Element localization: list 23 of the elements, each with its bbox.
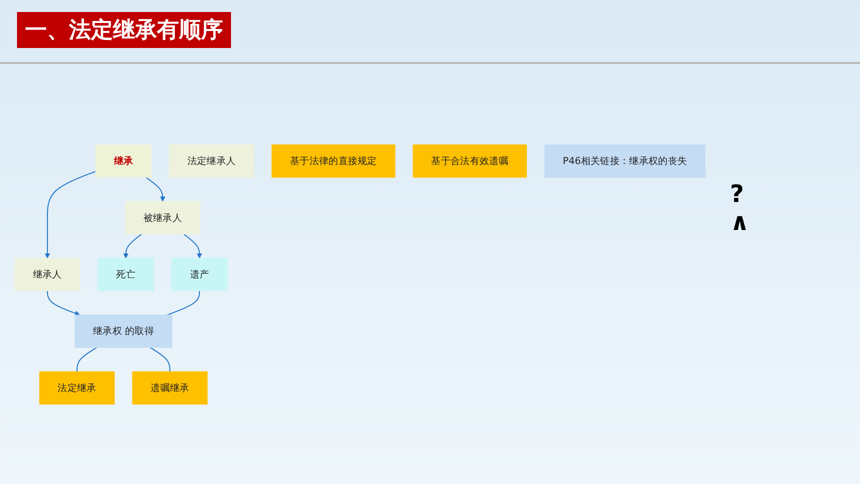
symbol-mark: ∧ — [730, 208, 750, 236]
node-box: 继承权 的取得 — [74, 314, 172, 348]
arrow — [183, 234, 202, 258]
node-box: 基于法律的直接规定 — [272, 144, 396, 178]
node-box: 死亡 — [98, 258, 154, 292]
node-box: 基于合法有效遗嘱 — [412, 144, 527, 178]
node-box: 遗产 — [171, 258, 228, 292]
arrow — [123, 234, 142, 258]
connector — [166, 290, 200, 316]
arrow — [146, 176, 166, 202]
node-box: P46相关链接：继承权的丧失 — [544, 144, 706, 178]
node-box: 继承人 — [14, 258, 80, 292]
node-box: 法定继承人 — [169, 144, 254, 178]
node-box: 遗嘱继承 — [132, 371, 208, 405]
node-box: 被继承人 — [124, 201, 200, 234]
title-banner: 一、法定继承有顺序 — [17, 12, 231, 48]
connector — [76, 347, 98, 372]
node-box: 法定继承 — [39, 371, 115, 405]
connector — [150, 347, 170, 372]
node-box: 继承 — [95, 144, 152, 178]
arrow — [46, 290, 80, 316]
arrow — [44, 170, 96, 258]
symbol-mark: ? — [730, 180, 745, 208]
